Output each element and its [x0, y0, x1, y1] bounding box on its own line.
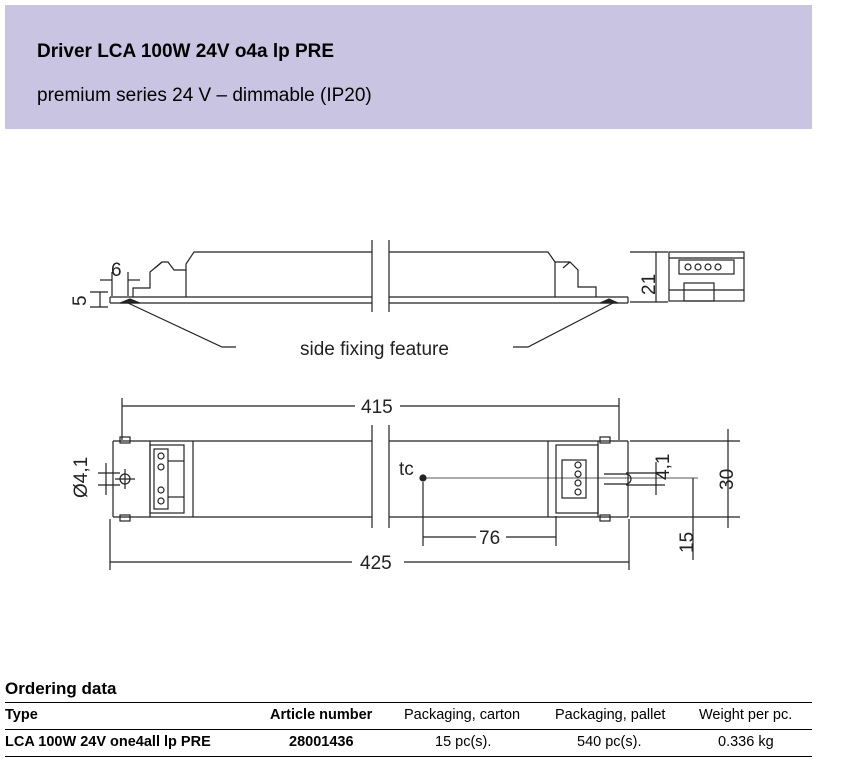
side-fixing-label: side fixing feature — [300, 339, 449, 360]
technical-drawing: 6 5 21 side fixing feature 415 Ø4,1 tc 4… — [70, 240, 745, 574]
header-article: Article number — [270, 707, 373, 723]
dim-15-label: 15 — [677, 532, 698, 553]
cell-article: 28001436 — [289, 734, 354, 750]
ordering-table: Type Article number Packaging, carton Pa… — [5, 702, 812, 757]
cell-type: LCA 100W 24V one4all lp PRE — [5, 734, 211, 750]
product-subtitle: premium series 24 V – dimmable (IP20) — [37, 85, 372, 106]
drawing-labels: 6 5 21 side fixing feature 415 Ø4,1 tc 4… — [70, 260, 738, 574]
dim-phi41-label: Ø4,1 — [71, 457, 92, 498]
header-carton: Packaging, carton — [404, 707, 521, 723]
dim-21-label: 21 — [639, 274, 660, 295]
dim-5-label: 5 — [70, 295, 91, 306]
tc-label: tc — [399, 459, 414, 480]
header-weight: Weight per pc. — [699, 707, 793, 723]
ordering-header-row: Type Article number Packaging, carton Pa… — [5, 702, 812, 730]
break-marks — [371, 240, 390, 528]
cell-weight: 0.336 kg — [718, 734, 774, 750]
ordering-title: Ordering data — [5, 679, 117, 698]
top-view — [98, 398, 740, 570]
side-view — [90, 251, 745, 348]
dim-415-label: 415 — [361, 397, 393, 418]
table-row: LCA 100W 24V one4all lp PRE 28001436 15 … — [5, 730, 812, 757]
dim-30-label: 30 — [717, 469, 738, 490]
header-type: Type — [5, 707, 38, 723]
cell-carton: 15 pc(s). — [435, 734, 492, 750]
dim-41-right-label: 4,1 — [653, 454, 674, 480]
header-banner: Driver LCA 100W 24V o4a lp PRE premium s… — [5, 5, 812, 129]
dim-425-label: 425 — [360, 553, 392, 574]
header-pallet: Packaging, pallet — [555, 707, 666, 723]
dim-76-label: 76 — [479, 528, 500, 549]
product-title: Driver LCA 100W 24V o4a lp PRE — [37, 41, 335, 62]
dim-6-label: 6 — [111, 260, 122, 281]
cell-pallet: 540 pc(s). — [577, 734, 642, 750]
